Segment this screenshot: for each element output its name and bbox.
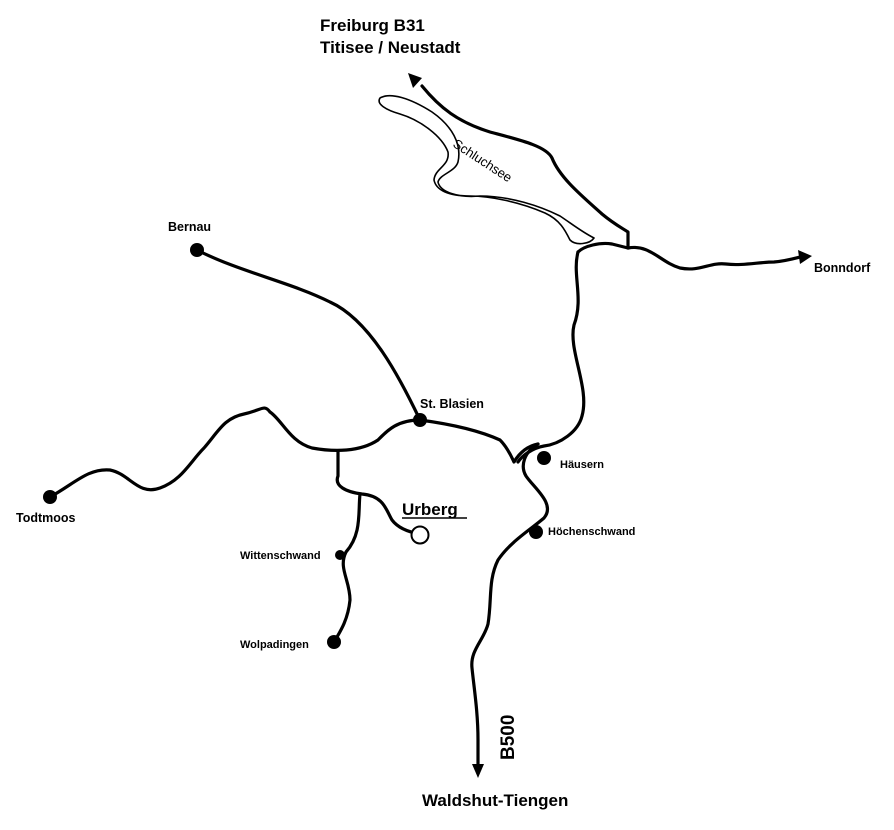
label-urberg: Urberg [402, 500, 458, 519]
arrow-freiburg-icon [408, 73, 422, 88]
road-stblasien-urberg [335, 450, 422, 536]
road-todtmoos-stblasien [48, 406, 422, 499]
urberg-marker-icon [410, 525, 430, 545]
road-wittenschwand-wolpadingen [332, 492, 362, 644]
label-st-blasien: St. Blasien [420, 397, 484, 411]
label-bonndorf: Bonndorf [814, 261, 871, 275]
label-b500: B500 [498, 715, 519, 760]
wolpadingen-dot-icon [327, 635, 341, 649]
road-stblasien-haeusern [418, 418, 540, 464]
arrow-bonndorf-icon [798, 250, 812, 264]
label-wolpadingen: Wolpadingen [240, 639, 309, 651]
haeusern-dot-icon [537, 451, 551, 465]
road-to-bonndorf [626, 245, 806, 271]
st-blasien-dot-icon [413, 413, 427, 427]
hoechenschwand-dot-icon [529, 525, 543, 539]
label-bernau: Bernau [168, 220, 211, 234]
road-junction-north [576, 241, 630, 254]
label-titisee: Titisee / Neustadt [320, 38, 461, 57]
label-freiburg: Freiburg B31 [320, 16, 425, 35]
wittenschwand-dot-icon [335, 550, 345, 560]
todtmoos-dot-icon [43, 490, 57, 504]
bernau-dot-icon [190, 243, 204, 257]
label-haeusern: Häusern [560, 459, 604, 471]
road-bernau-stblasien [195, 248, 422, 422]
road-lake-haeusern [516, 250, 586, 464]
label-wittenschwand: Wittenschwand [240, 550, 321, 562]
road-to-freiburg [420, 84, 630, 250]
arrow-waldshut-icon [472, 764, 484, 778]
road-network [48, 84, 806, 768]
label-hoechenschwand: Höchenschwand [548, 526, 635, 538]
schluchsee-lake [378, 94, 595, 245]
road-b500 [470, 442, 549, 768]
label-schluchsee: Schluchsee [450, 136, 515, 185]
label-todtmoos: Todtmoos [16, 511, 76, 525]
label-waldshut: Waldshut-Tiengen [422, 791, 568, 810]
